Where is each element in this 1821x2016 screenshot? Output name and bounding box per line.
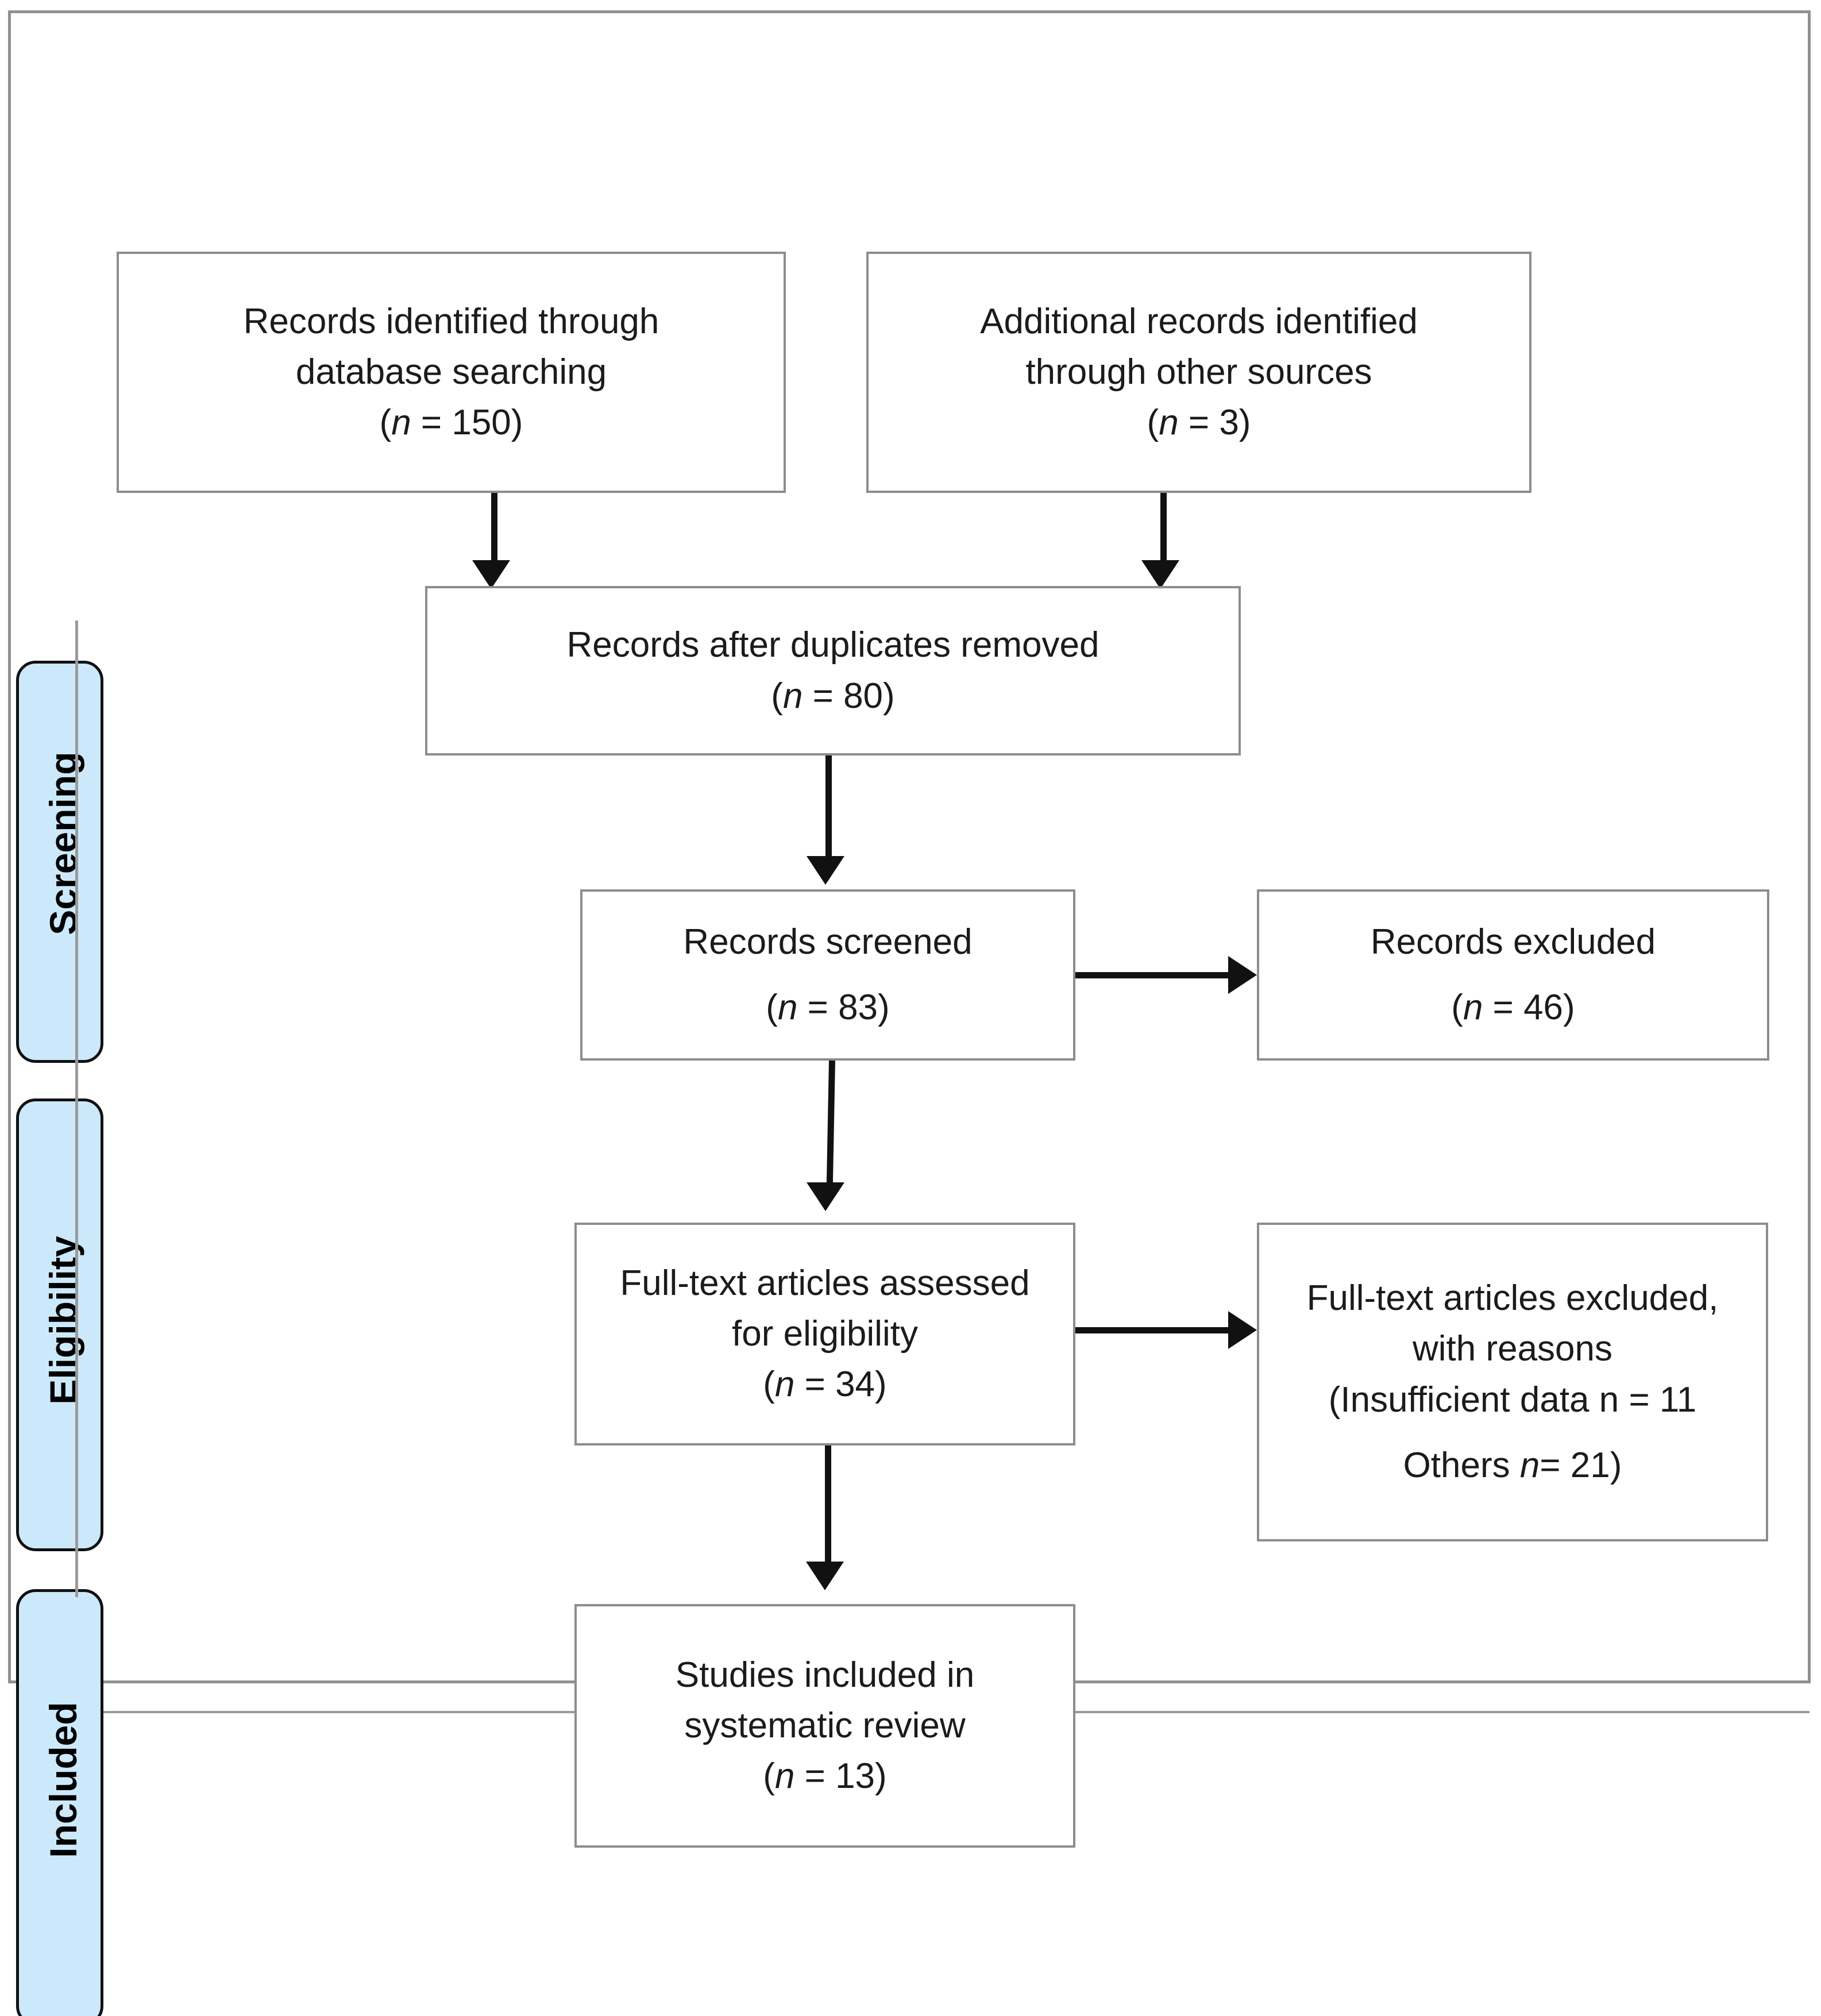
- stage-bar-eligibility: [16, 1098, 103, 1551]
- box-line: through other sources: [1025, 352, 1372, 392]
- box-line: Studies included in: [675, 1655, 975, 1695]
- box-records-identified-database: Records identified through database sear…: [117, 252, 786, 493]
- connector-db-to-duplicates: [491, 493, 497, 573]
- box-records-after-duplicates-removed: Records after duplicates removed (n = 80…: [425, 586, 1241, 755]
- box-line: with reasons: [1412, 1329, 1613, 1369]
- box-count: (n = 80): [771, 676, 895, 716]
- box-count: (n = 13): [763, 1756, 887, 1797]
- stage-label-screening: Screening: [42, 751, 84, 935]
- box-line: Records identified through: [243, 301, 659, 341]
- stage-label-eligibility: Eligibility: [42, 1236, 84, 1405]
- box-line: Records screened: [683, 922, 973, 962]
- box-count: (n = 34): [763, 1364, 887, 1405]
- connector-fulltext-to-excluded: [1075, 1327, 1229, 1333]
- arrowhead-screened-to-fulltext-icon: [807, 1182, 844, 1211]
- stage-bar-included: [16, 1589, 103, 2016]
- box-line: (Insufficient data n = 11: [1328, 1379, 1697, 1420]
- stage-label-included: Included: [42, 1702, 84, 1858]
- box-line: Others n= 21): [1403, 1445, 1622, 1485]
- box-count: (n = 150): [379, 403, 523, 443]
- box-records-excluded: Records excluded (n = 46): [1257, 889, 1769, 1061]
- box-count: (n = 3): [1147, 403, 1251, 443]
- box-line: Full-text articles assessed: [620, 1263, 1030, 1303]
- box-line: Records after duplicates removed: [566, 625, 1099, 665]
- box-line: Additional records identified: [980, 301, 1418, 341]
- arrowhead-fulltext-to-included-icon: [806, 1562, 844, 1590]
- connector-other-to-duplicates: [1160, 493, 1167, 573]
- box-additional-records-identified: Additional records identified through ot…: [866, 252, 1531, 493]
- box-fulltext-articles-assessed: Full-text articles assessed for eligibil…: [574, 1223, 1075, 1445]
- connector-fulltext-to-included: [825, 1445, 831, 1573]
- arrowhead-db-to-duplicates-icon: [472, 560, 510, 589]
- stage-bar-screening: [16, 661, 103, 1063]
- box-count: (n = 46): [1451, 988, 1575, 1027]
- box-line: for eligibility: [732, 1313, 918, 1354]
- arrowhead-screened-to-excluded-icon: [1228, 956, 1257, 994]
- arrowhead-duplicates-to-screened-icon: [807, 856, 844, 885]
- stage-rail-rule: [75, 620, 78, 1597]
- box-studies-included: Studies included in systematic review (n…: [574, 1604, 1075, 1848]
- arrowhead-other-to-duplicates-icon: [1141, 560, 1179, 589]
- box-count: (n = 83): [766, 988, 890, 1027]
- box-fulltext-articles-excluded: Full-text articles excluded, with reason…: [1257, 1223, 1768, 1541]
- connector-screened-to-excluded: [1075, 972, 1229, 978]
- connector-duplicates-to-screened: [825, 755, 832, 868]
- box-line: systematic review: [684, 1705, 966, 1745]
- box-line: Records excluded: [1370, 922, 1656, 962]
- box-records-screened: Records screened (n = 83): [580, 889, 1075, 1061]
- box-line: Full-text articles excluded,: [1306, 1278, 1719, 1319]
- arrowhead-fulltext-to-excluded-icon: [1228, 1311, 1257, 1349]
- box-line: database searching: [295, 352, 607, 392]
